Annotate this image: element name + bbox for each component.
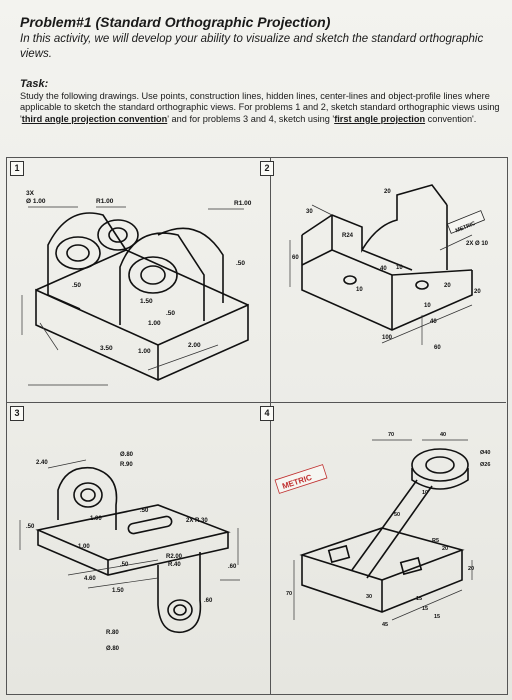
dim-label: .50 (140, 508, 149, 514)
dim-label: 1.00 (78, 544, 90, 550)
problem-4-drawing: METRIC 70 40 Ø40 Ø26 10 50 20 70 30 15 R… (274, 432, 490, 628)
dim-label: 40 (380, 266, 387, 272)
problem-1-dimension-labels: 3X Ø 1.00 R1.00 R1.00 .50 .50 .50 1.50 1… (26, 190, 252, 355)
task-instructions: Study the following drawings. Use points… (20, 91, 504, 125)
dim-label: 1.00 (148, 320, 161, 327)
task-text-b: ' and for problems 3 and 4, sketch using… (167, 113, 335, 124)
dim-label: 30 (306, 209, 313, 215)
dim-label: 20 (442, 546, 448, 552)
dim-label: 60 (292, 255, 299, 261)
dim-label: R2.00 (166, 554, 183, 560)
dim-label: R.90 (120, 462, 133, 468)
task-text-a: Study the following drawings. Use points… (20, 91, 500, 124)
dim-label: 15 (422, 606, 428, 612)
dim-label: 20 (468, 566, 474, 572)
dim-label: 20 (384, 189, 391, 195)
first-angle-term: first angle projection (334, 113, 426, 124)
dim-label: .50 (166, 310, 175, 317)
dim-label: 70 (388, 432, 394, 438)
dim-label: 15 (416, 596, 422, 602)
problem-grid (6, 157, 508, 695)
problem-number-4: 4 (260, 406, 274, 421)
problem-3-part (35, 466, 231, 634)
problem-1-dimension-lines (21, 206, 244, 386)
dim-label: 10 (422, 490, 428, 496)
dim-label: 20 (444, 283, 451, 289)
dim-label: R1.00 (96, 198, 114, 205)
dim-label: 1.50 (140, 298, 153, 305)
problem-4-dimension-lines (293, 439, 473, 621)
dim-label: 50 (394, 512, 400, 518)
problem-number-2: 2 (260, 161, 274, 176)
dim-label: 20 (474, 289, 481, 295)
problem-2-part (301, 184, 473, 331)
dim-label: R1.00 (234, 200, 252, 207)
dim-label: 4.60 (84, 576, 96, 582)
problem-number-3: 3 (10, 406, 24, 421)
problem-2-dimension-labels: 20 30 R24 60 2X Ø 10 40 10 10 20 10 20 4… (292, 189, 489, 351)
dim-label: Ø 1.00 (26, 198, 46, 205)
dim-label: 10 (396, 265, 403, 271)
problem-3-drawing: Ø.80 R.90 2.40 1.00 .50 .50 1.00 2X R.30… (19, 452, 240, 652)
dim-label: .50 (120, 562, 129, 568)
dim-label: .60 (204, 598, 213, 604)
intro-text: In this activity, we will develop your a… (20, 33, 484, 60)
dim-label: Ø40 (480, 450, 490, 456)
metric-badge (274, 464, 328, 494)
problem-1-drawing: 3X Ø 1.00 R1.00 R1.00 .50 .50 .50 1.50 1… (21, 190, 252, 386)
dim-label: 15 (434, 614, 440, 620)
dim-label: 1.00 (138, 348, 151, 355)
page-title: Problem#1 (Standard Orthographic Project… (20, 14, 331, 30)
task-text-c: convention'. (425, 113, 477, 124)
problem-1-part (35, 212, 249, 381)
dim-label: 40 (440, 432, 446, 438)
dim-label: .50 (72, 282, 81, 289)
dim-label: 45 (382, 622, 388, 628)
problem-3-dimension-labels: Ø.80 R.90 2.40 1.00 .50 .50 1.00 2X R.30… (26, 452, 237, 652)
dim-label: R.80 (106, 630, 119, 636)
dim-label: Ø26 (480, 462, 490, 468)
dim-label: 2X Ø 10 (466, 241, 489, 247)
problem-4-dimension-labels: 70 40 Ø40 Ø26 10 50 20 70 30 15 R5 20 15… (286, 432, 490, 628)
problem-2-drawing: METRIC 20 30 R24 60 2X Ø 10 40 10 10 20 … (289, 184, 489, 351)
dim-label: 2X R.30 (186, 518, 208, 524)
dim-label: 3.50 (100, 345, 113, 352)
dim-label: 10 (356, 287, 363, 293)
problem-4-part (299, 448, 469, 613)
grid-divider-horizontal (6, 402, 506, 403)
dim-label: 40 (430, 319, 437, 325)
dim-label: R.40 (168, 562, 181, 568)
grid-divider-vertical (270, 157, 271, 694)
dim-label: 3X (26, 190, 35, 197)
third-angle-term: third angle projection convention (21, 113, 168, 124)
dim-label: Ø.80 (106, 646, 120, 652)
dim-label: 100 (382, 335, 393, 341)
dim-label: 2.40 (36, 460, 48, 466)
problem-3-dimension-lines (19, 459, 240, 589)
dim-label: 30 (366, 594, 372, 600)
dim-label: 2.00 (188, 342, 201, 349)
dim-label: 1.50 (112, 588, 124, 594)
dim-label: Ø.80 (120, 452, 134, 458)
problem-number-1: 1 (10, 161, 24, 176)
dim-label: 1.00 (90, 516, 102, 522)
dim-label: 70 (286, 591, 292, 597)
dim-label: 60 (434, 345, 441, 351)
dim-label: .50 (236, 260, 245, 267)
problem-2-dimension-lines (289, 204, 473, 345)
task-heading: Task: (20, 78, 49, 90)
dim-label: 10 (424, 303, 431, 309)
dim-label: .50 (26, 524, 35, 530)
metric-badge (446, 210, 486, 234)
dim-label: R24 (342, 233, 354, 239)
dim-label: R5 (432, 538, 439, 544)
dim-label: .60 (228, 564, 237, 570)
